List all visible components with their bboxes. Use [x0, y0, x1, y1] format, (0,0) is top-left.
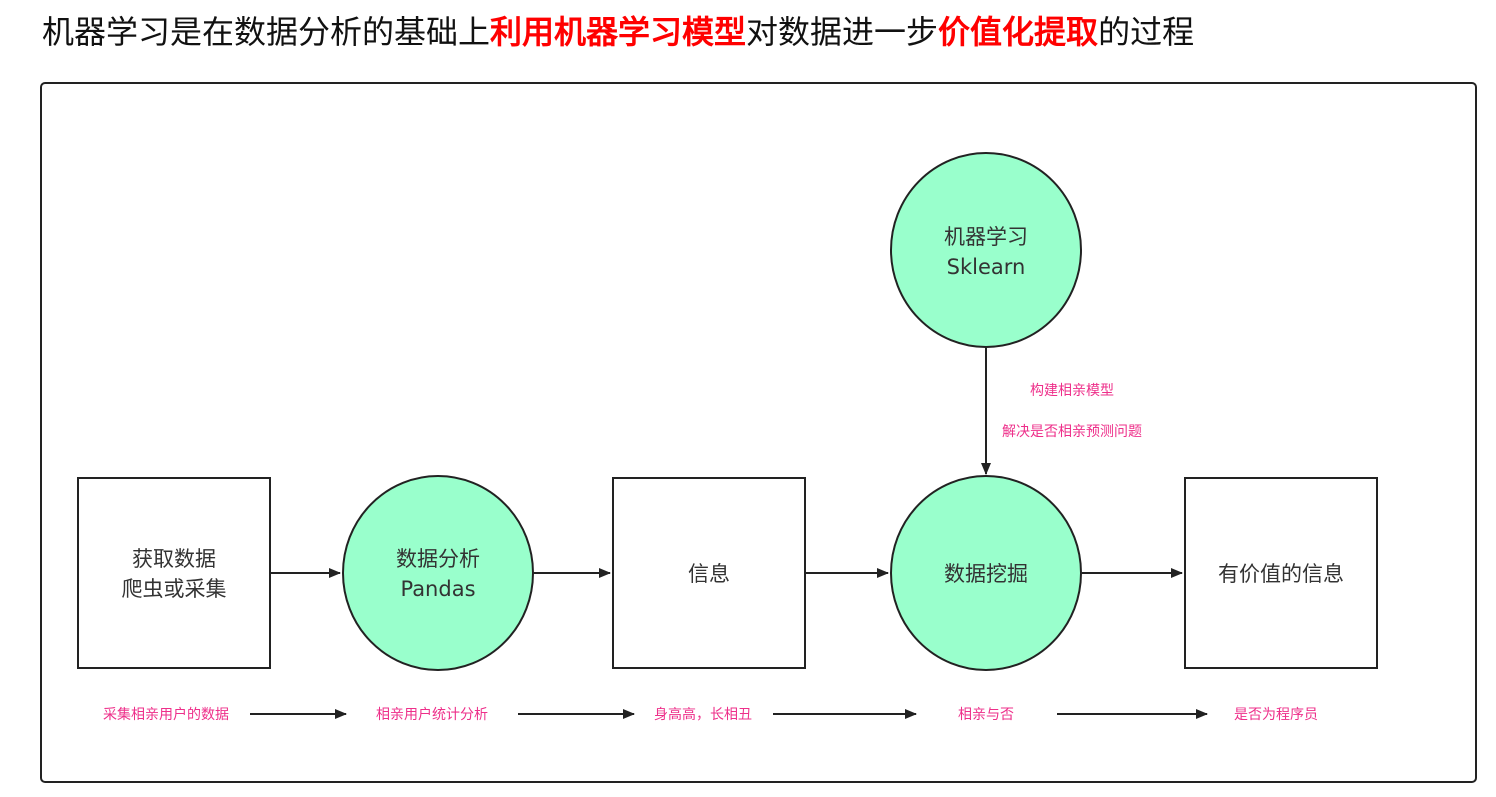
node-data-mining-line1: 数据挖掘 — [944, 562, 1028, 586]
node-information[interactable]: 信息 — [612, 477, 806, 669]
title-part-1: 机器学习是在数据分析的基础上 — [42, 13, 491, 51]
ml-annotation-line1: 构建相亲模型 — [1030, 383, 1114, 399]
title-highlight-2: 价值化提取 — [938, 13, 1099, 51]
title-part-3: 的过程 — [1098, 13, 1195, 51]
bottom-label-2: 相亲用户统计分析 — [376, 706, 488, 723]
node-data-analysis-line2: Pandas — [400, 577, 475, 601]
bottom-label-3: 身高高，长相丑 — [654, 706, 752, 723]
node-data-mining[interactable]: 数据挖掘 — [890, 475, 1082, 671]
canvas-frame — [40, 82, 1477, 783]
node-machine-learning-circle — [890, 152, 1082, 348]
page-title: 机器学习是在数据分析的基础上利用机器学习模型对数据进一步价值化提取的过程 — [42, 6, 1482, 58]
node-acquire-data-box — [77, 477, 271, 669]
node-data-analysis-circle — [342, 475, 534, 671]
node-data-mining-circle — [890, 475, 1082, 671]
node-machine-learning-line2: Sklearn — [947, 255, 1026, 279]
node-information-line1: 信息 — [688, 562, 730, 586]
bottom-label-1: 采集相亲用户的数据 — [103, 706, 229, 723]
node-acquire-data-line1: 获取数据 — [132, 547, 216, 571]
node-machine-learning[interactable]: 机器学习 Sklearn — [890, 152, 1082, 348]
node-valuable-information-box — [1184, 477, 1378, 669]
node-data-analysis[interactable]: 数据分析 Pandas — [342, 475, 534, 671]
node-acquire-data-line2: 爬虫或采集 — [122, 577, 227, 601]
node-machine-learning-line1: 机器学习 — [944, 225, 1028, 249]
node-data-analysis-line1: 数据分析 — [396, 547, 480, 571]
bottom-label-4: 相亲与否 — [958, 707, 1014, 723]
title-highlight-1: 利用机器学习模型 — [490, 13, 747, 51]
node-valuable-information-line1: 有价值的信息 — [1218, 562, 1344, 586]
bottom-label-5: 是否为程序员 — [1234, 707, 1318, 723]
node-information-box — [612, 477, 806, 669]
title-part-2: 对数据进一步 — [746, 13, 939, 51]
node-acquire-data[interactable]: 获取数据 爬虫或采集 — [77, 477, 271, 669]
ml-annotation-line2: 解决是否相亲预测问题 — [1002, 424, 1142, 440]
node-valuable-information[interactable]: 有价值的信息 — [1184, 477, 1378, 669]
